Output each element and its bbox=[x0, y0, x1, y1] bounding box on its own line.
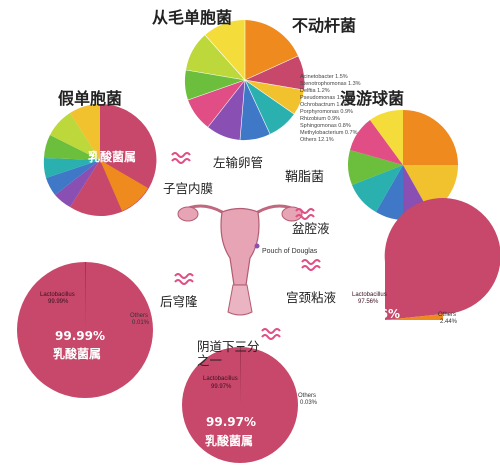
cervical-others: Others bbox=[438, 312, 457, 318]
lower-others: Others bbox=[298, 393, 317, 399]
label-pseudomonas: 从毛单胞菌 bbox=[152, 8, 233, 27]
legend-top-item: Rhizobium 0.9% bbox=[300, 116, 341, 122]
label-immobile-bacillus: 不动杆菌 bbox=[292, 16, 357, 35]
label-pseudo-unicell: 假单胞菌 bbox=[58, 89, 123, 108]
legend-top-item: Sphingomonas 0.8% bbox=[300, 123, 351, 129]
posterior-pct: 99.99% bbox=[55, 329, 105, 343]
lower-title: Lactobacillus bbox=[203, 376, 238, 382]
cervical-title: Lactobacillus bbox=[352, 292, 387, 298]
uterus-illustration bbox=[177, 204, 303, 316]
posterior-title: Lactobacillus bbox=[40, 292, 75, 298]
posterior-title-pct: 99.99% bbox=[48, 299, 69, 305]
pie-posterior-fornix bbox=[17, 261, 153, 398]
posterior-others-pct: 0.01% bbox=[132, 320, 150, 326]
pie-lower-third bbox=[182, 346, 298, 463]
legend-top-item: Stenotrophomonas 1.3% bbox=[300, 81, 361, 87]
label-posterior-fornix: 后穹隆 bbox=[160, 294, 198, 309]
posterior-others: Others bbox=[130, 313, 149, 319]
legend-top-item: Delftia 1.2% bbox=[300, 88, 330, 94]
pie-pseudomonas bbox=[184, 19, 305, 141]
pie-pseudo-unicell bbox=[43, 103, 157, 216]
legend-top-item: Acinetobacter 1.5% bbox=[300, 74, 348, 80]
legend-top-item: Porphyromonas 0.9% bbox=[300, 109, 353, 115]
label-pelvic-fluid: 盆腔液 bbox=[292, 221, 330, 236]
legend-top-item: Ochrobactrum 1.1% bbox=[300, 102, 349, 108]
lower-lacto: 乳酸菌属 bbox=[205, 434, 254, 448]
legend-top-item: Pseudomonas 1.1% bbox=[300, 95, 350, 101]
legend-top-item: Methylobacterium 0.7% bbox=[300, 130, 358, 136]
cervical-others-pct: 2.44% bbox=[440, 319, 458, 325]
posterior-lacto: 乳酸菌属 bbox=[53, 347, 102, 361]
pie-pseudo-unicell-label: 乳酸菌属 bbox=[88, 150, 137, 164]
label-pouch-of-douglas: Pouch of Douglas bbox=[262, 248, 318, 255]
decor-strands bbox=[171, 152, 321, 340]
label-fallopian-tube: 左输卵管 bbox=[213, 155, 264, 170]
cervical-pct: 97.56% bbox=[350, 307, 400, 321]
lower-pct: 99.97% bbox=[206, 415, 256, 429]
cervical-title-pct: 97.56% bbox=[358, 299, 379, 305]
label-sebum: 鞘脂菌 bbox=[285, 170, 325, 185]
label-staph: 漫游球菌 bbox=[340, 89, 405, 108]
label-cervical-mucus: 宫颈粘液 bbox=[286, 290, 337, 305]
label-endometrium: 子宫内膜 bbox=[163, 181, 214, 196]
legend-top-item: Others 12.1% bbox=[300, 137, 334, 143]
lower-others-pct: 0.03% bbox=[300, 400, 318, 406]
lower-title-pct: 99.97% bbox=[211, 384, 232, 390]
cervical-lacto: 乳酸菌属 bbox=[350, 324, 399, 338]
pie-cervical-mucus bbox=[384, 198, 500, 320]
label-lower-third: 阴道下三分之一 bbox=[197, 339, 260, 368]
